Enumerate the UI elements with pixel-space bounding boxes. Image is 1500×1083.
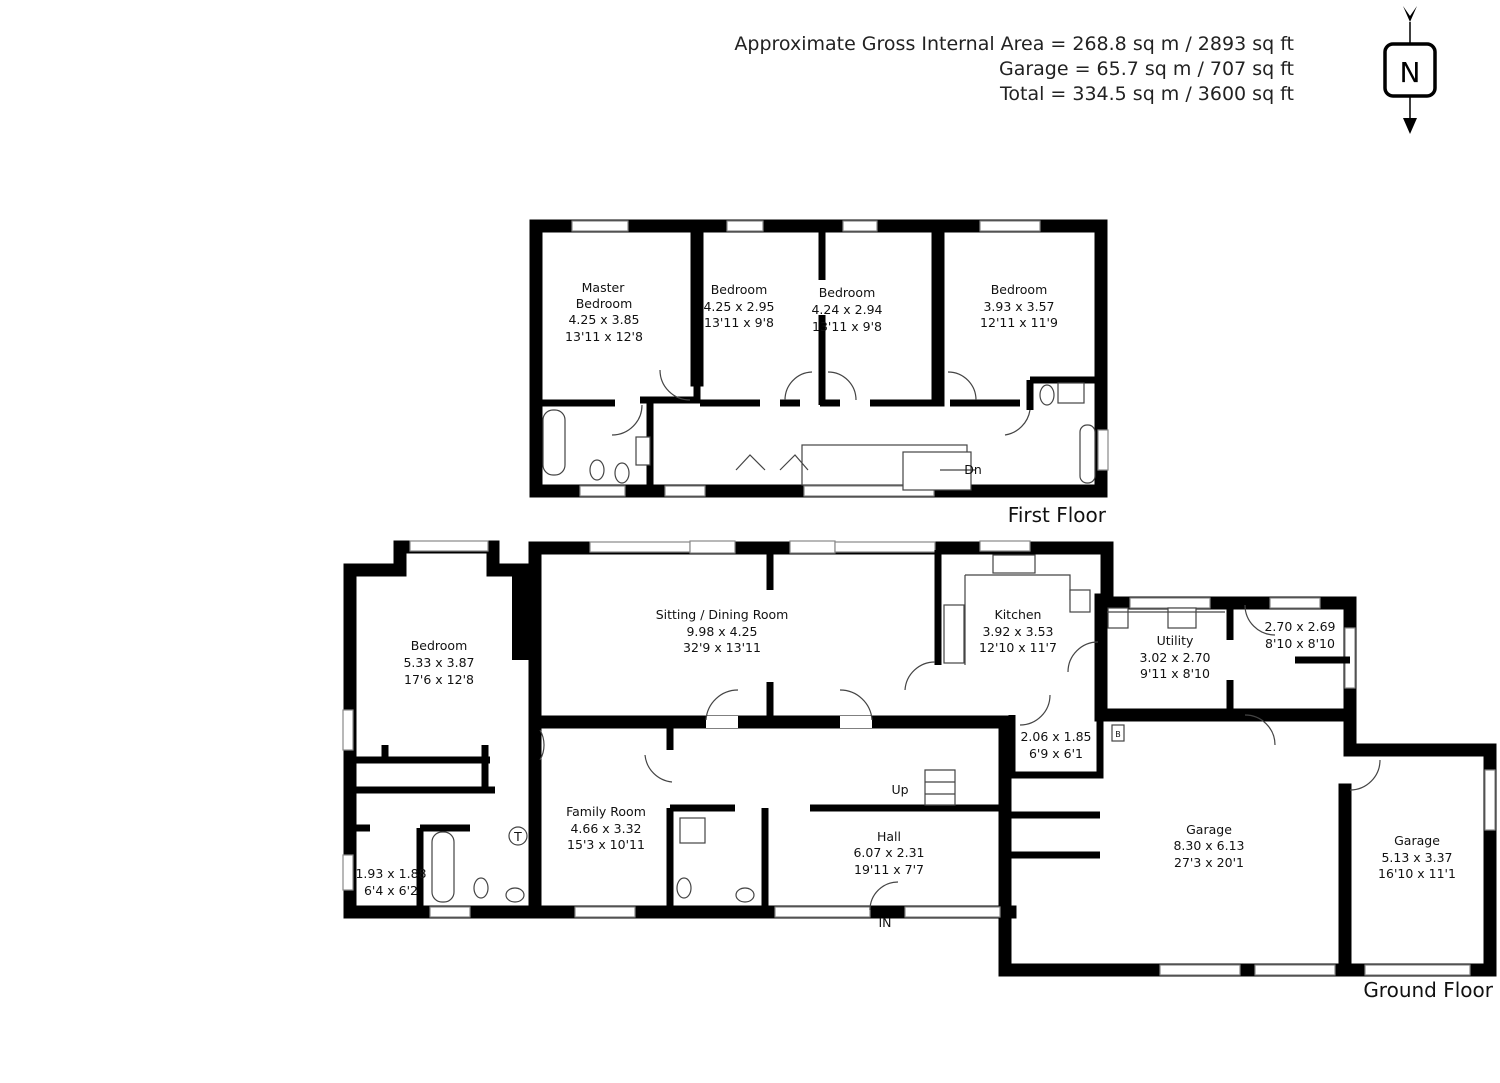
svg-text:Hall: Hall bbox=[877, 829, 901, 844]
room-store-2-70: 2.70 x 2.69 8'10 x 8'10 bbox=[1264, 619, 1335, 651]
boiler-label: B bbox=[1115, 730, 1121, 739]
svg-text:2.70 x 2.69: 2.70 x 2.69 bbox=[1264, 619, 1335, 634]
svg-text:Bedroom: Bedroom bbox=[819, 285, 876, 300]
svg-text:Master: Master bbox=[582, 280, 626, 295]
north-arrow-icon: N bbox=[1383, 6, 1437, 134]
room-kitchen: Kitchen 3.92 x 3.53 12'10 x 11'7 bbox=[979, 607, 1057, 655]
svg-text:Family Room: Family Room bbox=[566, 804, 646, 819]
svg-text:Bedroom: Bedroom bbox=[991, 282, 1048, 297]
svg-text:Bedroom: Bedroom bbox=[711, 282, 768, 297]
svg-text:Utility: Utility bbox=[1157, 633, 1194, 648]
room-bedroom-3: Bedroom 4.24 x 2.94 13'11 x 9'8 bbox=[811, 285, 882, 334]
svg-text:19'11 x 7'7: 19'11 x 7'7 bbox=[854, 862, 924, 877]
ground-floor-plan: T B bbox=[342, 540, 1497, 1002]
area-summary: Approximate Gross Internal Area = 268.8 … bbox=[734, 32, 1294, 107]
compass-letter: N bbox=[1400, 56, 1421, 89]
svg-text:6'4 x 6'2: 6'4 x 6'2 bbox=[364, 883, 418, 898]
svg-text:2.06 x 1.85: 2.06 x 1.85 bbox=[1020, 729, 1091, 744]
svg-text:4.66 x 3.32: 4.66 x 3.32 bbox=[570, 821, 641, 836]
room-ground-bedroom: Bedroom 5.33 x 3.87 17'6 x 12'8 bbox=[403, 638, 474, 687]
room-1-93: 1.93 x 1.88 6'4 x 6'2 bbox=[355, 866, 426, 898]
total-area: Total = 334.5 sq m / 3600 sq ft bbox=[1000, 83, 1294, 105]
room-master-bedroom: Master Bedroom 4.25 x 3.85 13'11 x 12'8 bbox=[565, 280, 643, 344]
stairs-up-label: Up bbox=[891, 782, 908, 797]
svg-text:3.93 x 3.57: 3.93 x 3.57 bbox=[983, 299, 1054, 314]
svg-text:Bedroom: Bedroom bbox=[411, 638, 468, 653]
garage-area: Garage = 65.7 sq m / 707 sq ft bbox=[998, 58, 1294, 80]
svg-text:3.02 x 2.70: 3.02 x 2.70 bbox=[1139, 650, 1210, 665]
stairs-down-label: Dn bbox=[964, 462, 982, 477]
svg-text:13'11 x 9'8: 13'11 x 9'8 bbox=[704, 315, 774, 330]
svg-text:3.92 x 3.53: 3.92 x 3.53 bbox=[982, 624, 1053, 639]
svg-text:4.24 x 2.94: 4.24 x 2.94 bbox=[811, 302, 882, 317]
svg-text:13'11 x 12'8: 13'11 x 12'8 bbox=[565, 329, 643, 344]
svg-text:16'10 x 11'1: 16'10 x 11'1 bbox=[1378, 866, 1456, 881]
svg-text:4.25 x 2.95: 4.25 x 2.95 bbox=[703, 299, 774, 314]
svg-text:12'11 x 11'9: 12'11 x 11'9 bbox=[980, 315, 1058, 330]
svg-text:27'3 x 20'1: 27'3 x 20'1 bbox=[1174, 855, 1244, 870]
first-floor-title: First Floor bbox=[1008, 503, 1107, 527]
svg-text:32'9 x 13'11: 32'9 x 13'11 bbox=[683, 640, 761, 655]
svg-text:15'3 x 10'11: 15'3 x 10'11 bbox=[567, 837, 645, 852]
room-store-2-06: 2.06 x 1.85 6'9 x 6'1 bbox=[1020, 729, 1091, 761]
first-floor-plan: Dn Master Bedroom 4.25 x 3.85 13'11 x 12… bbox=[529, 219, 1109, 527]
hot-water-tank-label: T bbox=[513, 829, 522, 844]
room-bedroom-2: Bedroom 4.25 x 2.95 13'11 x 9'8 bbox=[703, 282, 774, 330]
gross-internal-area: Approximate Gross Internal Area = 268.8 … bbox=[734, 33, 1294, 55]
svg-text:Bedroom: Bedroom bbox=[576, 296, 633, 311]
room-garage-main: Garage 8.30 x 6.13 27'3 x 20'1 bbox=[1173, 822, 1244, 870]
svg-text:12'10 x 11'7: 12'10 x 11'7 bbox=[979, 640, 1057, 655]
svg-text:8.30 x 6.13: 8.30 x 6.13 bbox=[1173, 838, 1244, 853]
svg-text:5.33 x 3.87: 5.33 x 3.87 bbox=[403, 655, 474, 670]
svg-text:Sitting / Dining Room: Sitting / Dining Room bbox=[656, 607, 789, 622]
svg-text:17'6 x 12'8: 17'6 x 12'8 bbox=[404, 672, 474, 687]
svg-text:6.07 x 2.31: 6.07 x 2.31 bbox=[853, 845, 924, 860]
room-utility: Utility 3.02 x 2.70 9'11 x 8'10 bbox=[1139, 633, 1210, 681]
svg-text:9.98 x 4.25: 9.98 x 4.25 bbox=[686, 624, 757, 639]
svg-text:4.25 x 3.85: 4.25 x 3.85 bbox=[568, 312, 639, 327]
svg-text:9'11 x 8'10: 9'11 x 8'10 bbox=[1140, 666, 1210, 681]
svg-text:6'9 x 6'1: 6'9 x 6'1 bbox=[1029, 746, 1083, 761]
svg-text:13'11 x 9'8: 13'11 x 9'8 bbox=[812, 319, 882, 334]
svg-text:Garage: Garage bbox=[1394, 833, 1440, 848]
svg-text:5.13 x 3.37: 5.13 x 3.37 bbox=[1381, 850, 1452, 865]
svg-text:8'10 x 8'10: 8'10 x 8'10 bbox=[1265, 636, 1335, 651]
ground-floor-title: Ground Floor bbox=[1363, 978, 1493, 1002]
svg-text:Kitchen: Kitchen bbox=[995, 607, 1042, 622]
svg-text:Garage: Garage bbox=[1186, 822, 1232, 837]
room-family-room: Family Room 4.66 x 3.32 15'3 x 10'11 bbox=[566, 804, 646, 852]
room-hall: Hall 6.07 x 2.31 19'11 x 7'7 bbox=[853, 829, 924, 877]
room-garage-second: Garage 5.13 x 3.37 16'10 x 11'1 bbox=[1378, 833, 1456, 881]
svg-text:1.93 x 1.88: 1.93 x 1.88 bbox=[355, 866, 426, 881]
room-sitting-dining: Sitting / Dining Room 9.98 x 4.25 32'9 x… bbox=[656, 607, 789, 655]
entrance-label: IN bbox=[878, 915, 891, 930]
room-bedroom-4: Bedroom 3.93 x 3.57 12'11 x 11'9 bbox=[980, 282, 1058, 330]
